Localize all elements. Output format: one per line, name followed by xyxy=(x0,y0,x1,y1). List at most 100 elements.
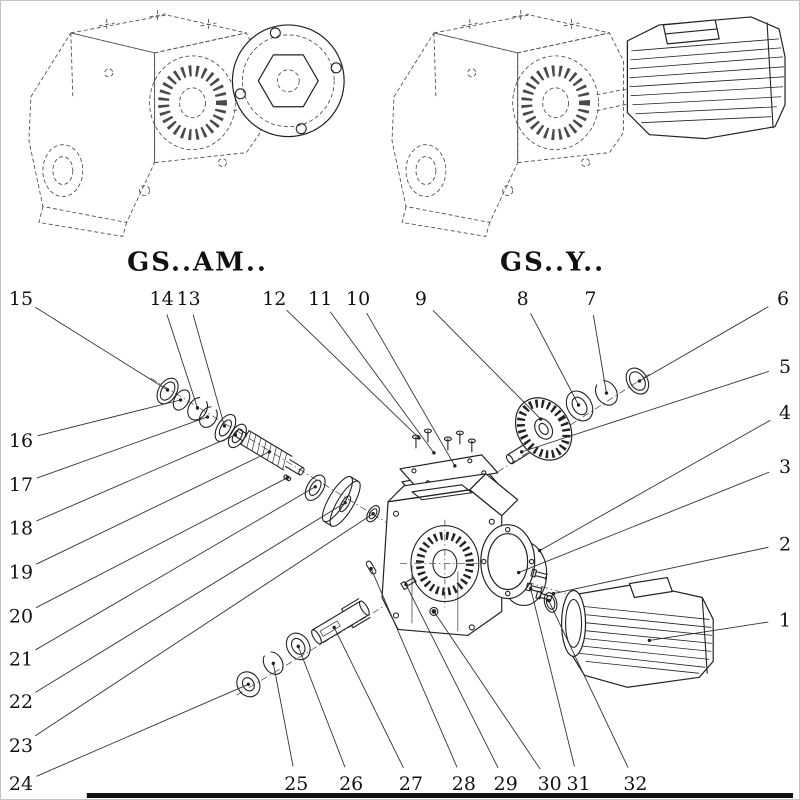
part-number-31: 31 xyxy=(566,773,590,795)
exploded-view xyxy=(150,367,714,698)
leader-line-18 xyxy=(36,434,236,522)
part-number-19: 19 xyxy=(9,562,33,584)
leader-dot-12 xyxy=(417,436,421,440)
part-cover-bolts xyxy=(411,428,476,453)
leader-line-26 xyxy=(297,646,346,768)
part-number-15: 15 xyxy=(9,288,33,310)
part-number-17: 17 xyxy=(9,474,33,496)
leader-dot-14 xyxy=(195,406,200,410)
leader-dot-24 xyxy=(246,682,251,686)
part-number-14: 14 xyxy=(150,288,174,310)
part-number-26: 26 xyxy=(339,773,363,795)
leader-dot-8 xyxy=(576,403,581,407)
part-gear xyxy=(514,397,573,461)
axis-input-shaft xyxy=(150,377,399,531)
part-number-2: 2 xyxy=(779,534,791,556)
part-shim-ring xyxy=(172,389,191,411)
part-number-32: 32 xyxy=(623,773,647,795)
part-pin xyxy=(283,474,292,482)
leader-line-16 xyxy=(37,399,181,437)
part-motor xyxy=(560,576,714,688)
leader-dot-6 xyxy=(637,379,642,383)
leader-line-20 xyxy=(35,477,288,609)
part-number-11: 11 xyxy=(308,288,332,310)
part-output-flange xyxy=(480,524,536,600)
leader-line-5 xyxy=(521,370,770,453)
part-number-16: 16 xyxy=(9,430,33,452)
leader-dot-5 xyxy=(519,450,524,454)
motor-art-top xyxy=(626,16,786,140)
leader-dot-13 xyxy=(222,424,227,428)
leader-line-32 xyxy=(548,600,629,768)
leader-dot-22 xyxy=(343,501,347,505)
leader-line-12 xyxy=(286,309,420,439)
variant-illustration-gs-y xyxy=(392,10,786,236)
leader-line-1 xyxy=(649,621,769,641)
part-number-20: 20 xyxy=(9,605,33,627)
leader-line-23 xyxy=(34,513,374,737)
part-bearing-input-a xyxy=(214,413,237,442)
leader-line-15 xyxy=(35,306,168,391)
part-number-29: 29 xyxy=(494,773,518,795)
leader-line-25 xyxy=(272,663,294,767)
part-number-4: 4 xyxy=(779,402,791,424)
part-number-25: 25 xyxy=(284,773,308,795)
part-spacer xyxy=(366,505,380,523)
leader-dot-17 xyxy=(205,415,210,419)
part-number-23: 23 xyxy=(9,735,33,757)
part-circlip-input xyxy=(187,396,209,421)
part-bearing-worm xyxy=(304,474,326,501)
part-number-12: 12 xyxy=(262,288,286,310)
part-number-22: 22 xyxy=(9,691,33,713)
leader-dot-20 xyxy=(285,476,289,480)
leader-line-21 xyxy=(35,486,316,651)
leader-line-14 xyxy=(166,314,198,409)
leader-line-22 xyxy=(35,502,346,693)
leader-dot-9 xyxy=(538,417,543,421)
leader-dot-26 xyxy=(296,644,300,649)
leader-dot-21 xyxy=(313,485,317,489)
leader-line-19 xyxy=(36,451,270,565)
leader-dot-29 xyxy=(404,582,408,587)
leader-line-10 xyxy=(366,312,456,467)
part-number-3: 3 xyxy=(779,456,791,478)
leader-dot-16 xyxy=(178,398,183,402)
leader-dot-4 xyxy=(537,548,542,553)
leader-line-31 xyxy=(530,588,575,767)
leader-dot-15 xyxy=(165,388,170,392)
leader-dot-18 xyxy=(233,433,238,437)
part-worm-wheel xyxy=(321,475,361,527)
part-washer xyxy=(236,671,261,698)
leader-dot-1 xyxy=(647,638,652,643)
leader-dot-30 xyxy=(432,609,436,614)
page-edge-artifact xyxy=(86,793,794,799)
part-number-1: 1 xyxy=(779,609,791,631)
leader-dot-31 xyxy=(528,586,533,591)
part-number-30: 30 xyxy=(538,773,562,795)
leader-dot-19 xyxy=(267,450,272,454)
leader-line-13 xyxy=(192,314,225,427)
leader-line-27 xyxy=(333,627,404,769)
part-number-27: 27 xyxy=(399,773,423,795)
part-number-28: 28 xyxy=(452,773,476,795)
leader-line-30 xyxy=(433,611,541,770)
variant-label-gs-am: GS..AM.. xyxy=(127,247,268,277)
part-retaining-ring xyxy=(625,367,650,395)
part-number-9: 9 xyxy=(415,288,427,310)
leader-line-24 xyxy=(36,683,249,777)
leader-line-11 xyxy=(329,311,435,454)
leader-line-4 xyxy=(539,419,771,552)
part-output-shaft xyxy=(311,598,371,645)
leader-dot-10 xyxy=(453,464,457,468)
part-key xyxy=(365,560,377,575)
leader-dot-25 xyxy=(271,661,276,666)
output-flange-art xyxy=(231,24,345,138)
variant-illustration-gs-am xyxy=(29,10,345,236)
part-snap-ring xyxy=(199,406,218,428)
part-number-18: 18 xyxy=(9,518,33,540)
part-circlip-output xyxy=(262,651,284,675)
axis-pinion xyxy=(497,373,650,473)
leader-dot-28 xyxy=(369,566,373,571)
